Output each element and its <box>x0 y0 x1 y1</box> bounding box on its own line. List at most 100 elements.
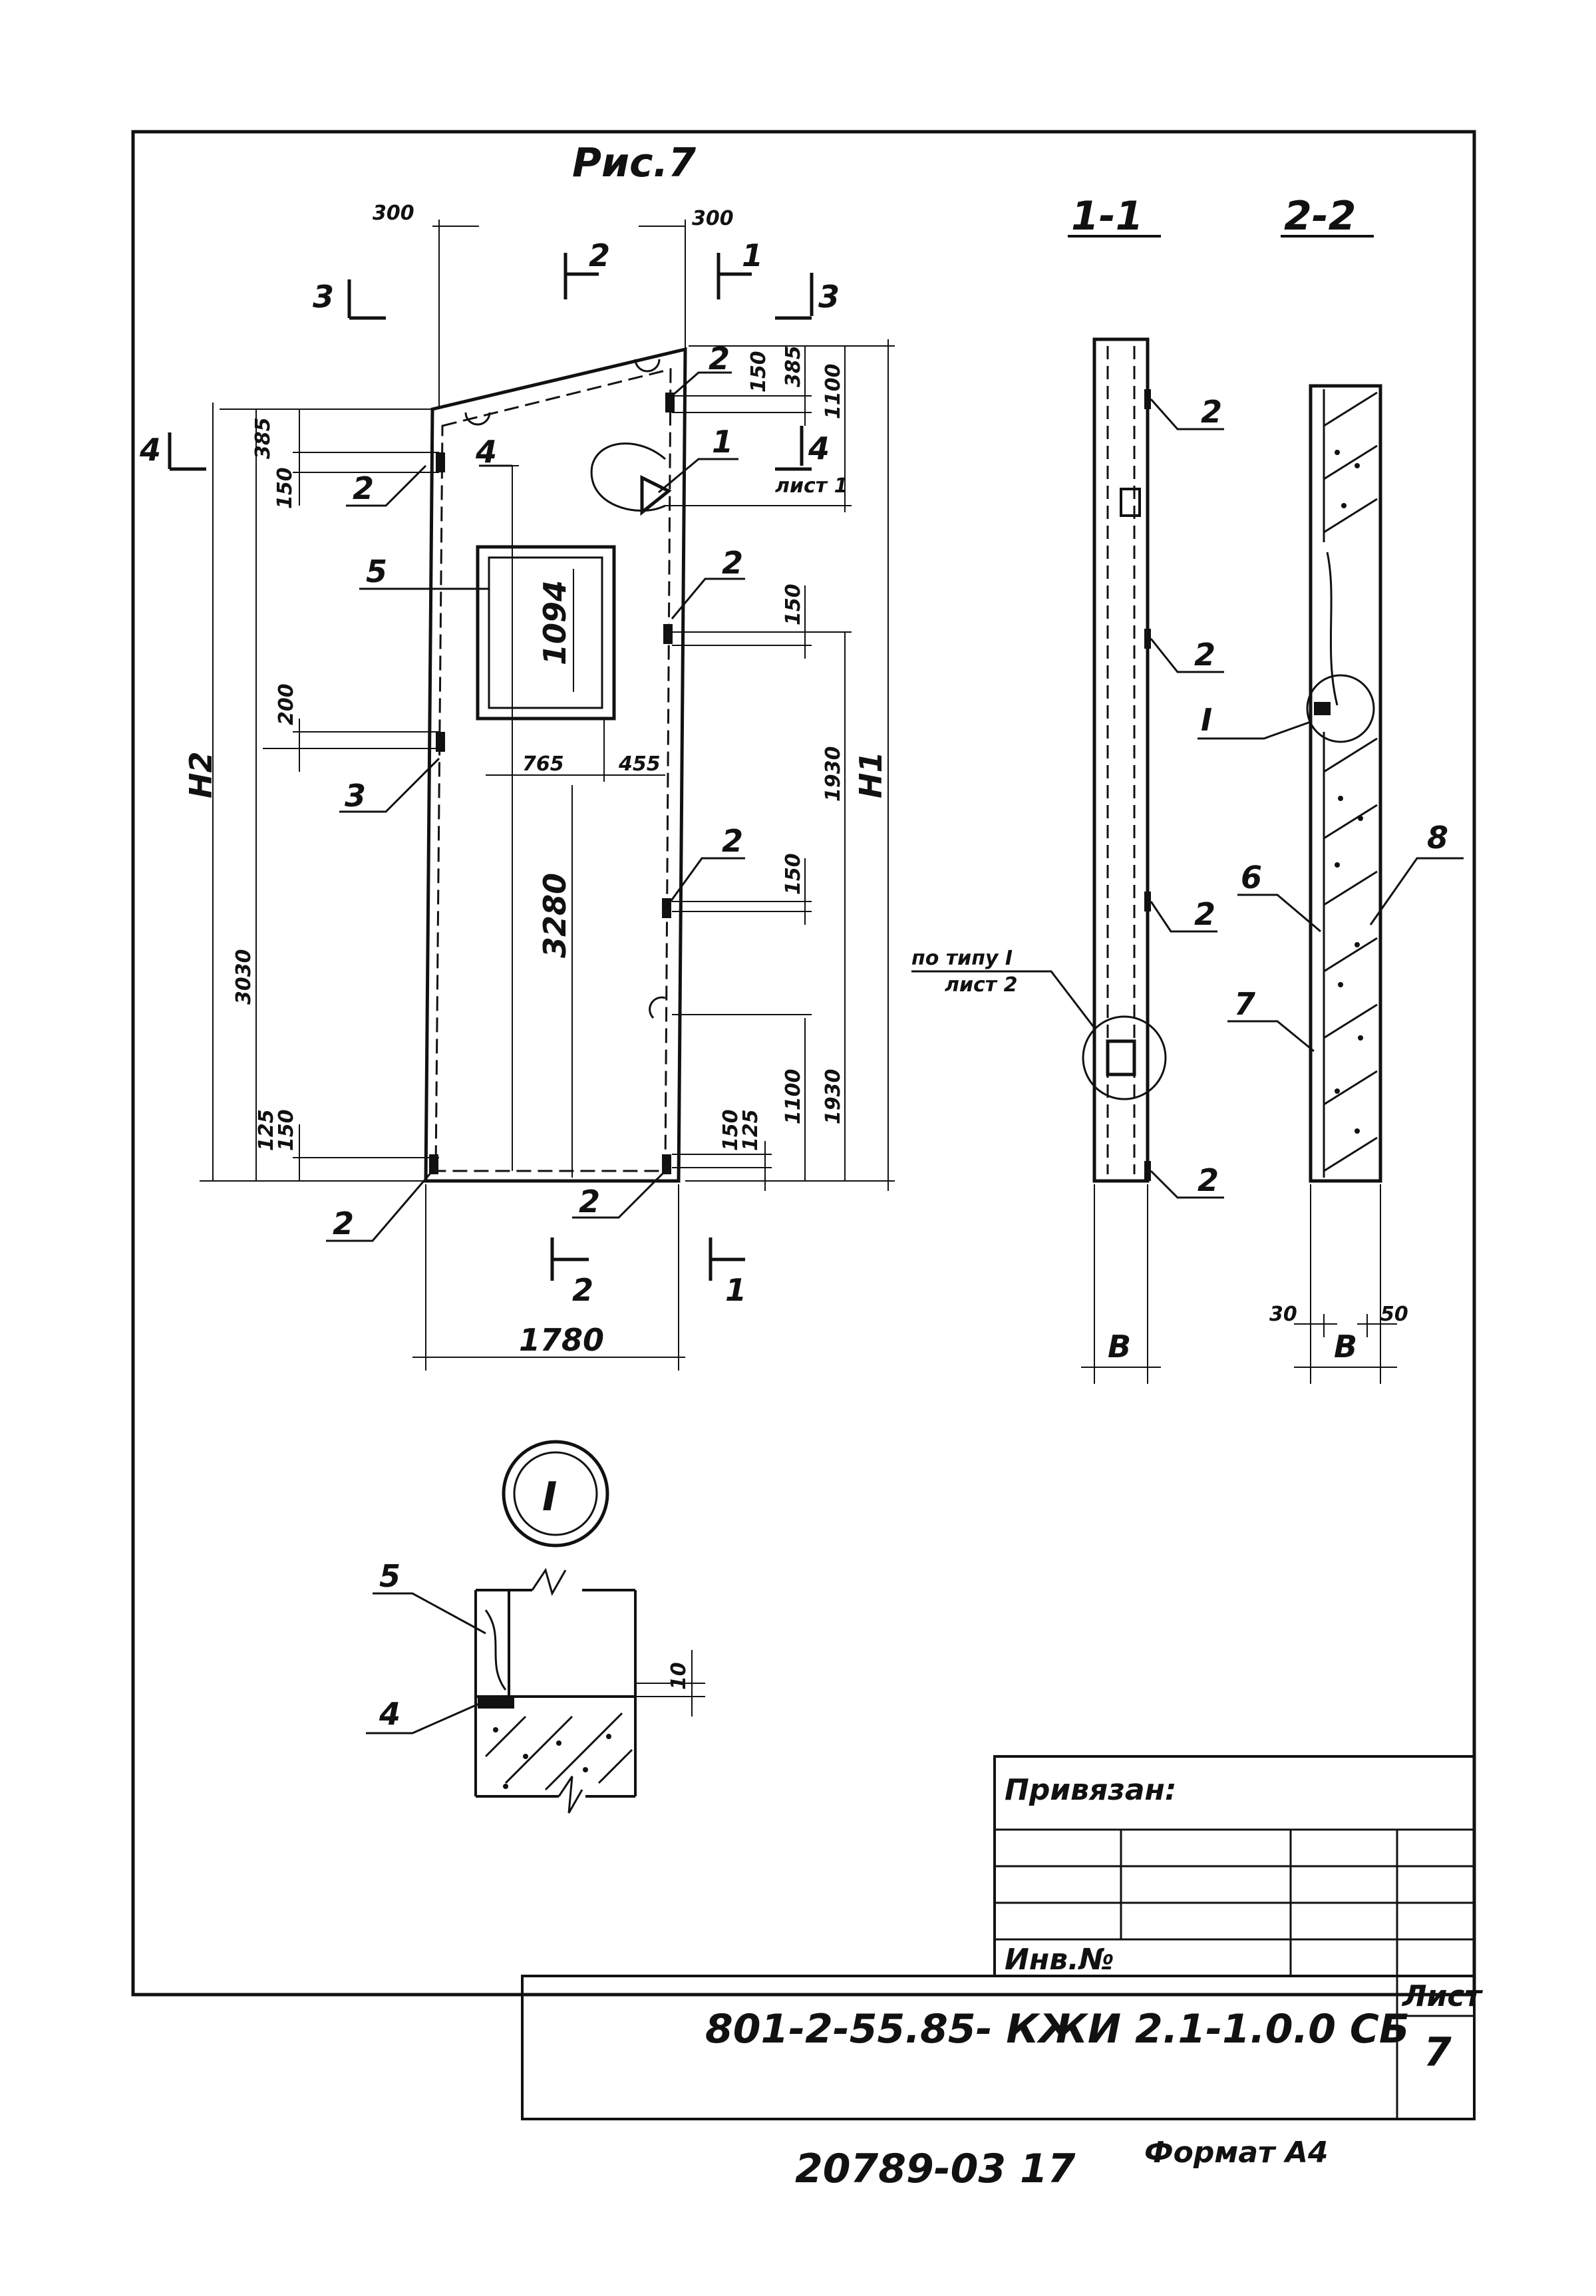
section-2-2-view <box>1294 384 1397 1384</box>
detail-callout-4: 4 <box>366 1696 481 1734</box>
svg-text:I: I <box>542 1474 557 1520</box>
panel-outline <box>424 347 687 1183</box>
callout-2-right-bottom: 2 <box>572 1170 667 1220</box>
dim-150-right-lower: 150 <box>782 853 805 895</box>
cut-mark-3-right: 3 <box>775 273 840 320</box>
detail-circle-1-1 <box>1082 1015 1167 1100</box>
dim-3280: 3280 <box>537 873 573 958</box>
dim-385-left: 385 <box>251 417 275 459</box>
svg-text:2: 2 <box>1201 394 1222 430</box>
dim-455: 455 <box>618 752 661 776</box>
callout-4: 4 <box>475 434 512 470</box>
window-inner <box>488 556 603 709</box>
svg-text:1: 1 <box>725 1272 746 1308</box>
cut-mark-4-left: 4 <box>139 432 206 471</box>
callout-2-left-top: 2 <box>346 464 427 507</box>
dim-10: 10 <box>667 1662 691 1690</box>
detail-I-marker: I <box>502 1440 609 1548</box>
callout-2-right-mid: 2 <box>671 545 745 619</box>
type-ref-callout: по типу I лист 2 <box>911 947 1096 1029</box>
dim-1100-top: 1100 <box>822 364 845 420</box>
callout-5: 5 <box>359 554 489 590</box>
cut-mark-2-top: 2 <box>563 238 610 299</box>
dim-h2: H2 <box>183 751 219 798</box>
figure-title: Рис.7 <box>572 140 696 186</box>
svg-text:2: 2 <box>1197 1162 1219 1198</box>
dim-200: 200 <box>275 683 298 725</box>
dim-125-left: 125 <box>255 1109 278 1151</box>
dim-300-right: 300 <box>692 207 734 230</box>
embed-part <box>436 452 445 472</box>
corner-arc <box>634 359 661 373</box>
dim-385-right: 385 <box>782 345 805 387</box>
document-code: 801-2-55.85- КЖИ 2.1-1.0.0 СБ <box>705 2006 1410 2052</box>
dim-50: 50 <box>1380 1303 1408 1326</box>
inv-no-label: Инв.№ <box>1005 1943 1114 1977</box>
svg-text:2: 2 <box>1194 637 1215 673</box>
svg-text:6: 6 <box>1241 860 1262 896</box>
svg-text:2: 2 <box>722 823 743 859</box>
svg-text:3: 3 <box>345 778 366 814</box>
dim-150-left-top: 150 <box>273 467 297 509</box>
dim-1930-lower: 1930 <box>822 1069 845 1125</box>
dim-150-right-bottom: 150 <box>719 1109 742 1151</box>
callout-8: 8 <box>1369 820 1464 925</box>
dim-b-2-2: B <box>1334 1329 1357 1365</box>
svg-text:5: 5 <box>366 554 387 589</box>
embed-part <box>665 393 675 412</box>
archive-number: 20789-03 17 <box>795 2146 1076 2192</box>
lifting-loop <box>590 442 666 512</box>
format-label: Формат А4 <box>1144 2136 1329 2170</box>
embed-part <box>662 1154 671 1174</box>
dim-1930-upper: 1930 <box>822 746 845 802</box>
callout-6: 6 <box>1237 860 1321 933</box>
svg-text:2: 2 <box>572 1272 593 1308</box>
dim-3030: 3030 <box>232 949 255 1005</box>
callout-1: 1 <box>658 424 738 494</box>
svg-text:2: 2 <box>579 1184 600 1220</box>
svg-text:8: 8 <box>1427 820 1448 856</box>
svg-text:2: 2 <box>589 238 610 273</box>
svg-text:7: 7 <box>1234 986 1255 1022</box>
svg-text:по типу I: по типу I <box>911 947 1013 970</box>
dim-125-right: 125 <box>739 1109 762 1151</box>
svg-text:3: 3 <box>818 279 840 315</box>
callout-detail-I: I <box>1197 702 1311 740</box>
detail-callout-5: 5 <box>373 1558 486 1635</box>
corner-arc <box>464 412 491 426</box>
svg-text:4: 4 <box>808 430 830 466</box>
dim-1100-bottom: 1100 <box>782 1069 805 1125</box>
svg-text:4: 4 <box>475 434 497 470</box>
callout-2-right-top: 2 <box>671 341 732 397</box>
dim-150-right-top: 150 <box>747 351 770 393</box>
side-arc <box>649 996 666 1019</box>
window-opening <box>476 545 616 721</box>
cut-mark-1-top: 1 <box>717 238 763 299</box>
dim-1094: 1094 <box>537 580 573 665</box>
panel-inner-line <box>434 368 672 1172</box>
cut-mark-2-bottom: 2 <box>550 1237 593 1308</box>
lifting-loop-triangle <box>640 474 672 516</box>
callout-1-1-2c: 2 <box>1150 896 1217 933</box>
dim-300-left: 300 <box>373 202 414 225</box>
callout-1-1-2b: 2 <box>1150 637 1224 673</box>
cut-mark-3-left: 3 <box>313 279 386 320</box>
callout-2-right-low: 2 <box>669 823 745 902</box>
right-dimensions <box>639 220 895 1191</box>
dim-h1: H1 <box>853 751 889 798</box>
dim-765: 765 <box>522 752 564 776</box>
callout-3: 3 <box>339 757 440 814</box>
svg-text:4: 4 <box>139 432 161 468</box>
svg-text:лист 2: лист 2 <box>945 973 1017 997</box>
sheet-frame <box>131 130 1476 1997</box>
section-title-2-2: 2-2 <box>1284 193 1356 240</box>
svg-text:5: 5 <box>379 1558 400 1594</box>
svg-text:2: 2 <box>333 1206 354 1241</box>
svg-text:2: 2 <box>709 341 730 377</box>
dim-150-left-bottom: 150 <box>275 1109 298 1151</box>
svg-text:2: 2 <box>722 545 743 581</box>
privyazan-label: Привязан: <box>1005 1773 1177 1807</box>
callout-1-1-2a: 2 <box>1150 394 1224 430</box>
left-dimensions <box>200 220 685 1371</box>
